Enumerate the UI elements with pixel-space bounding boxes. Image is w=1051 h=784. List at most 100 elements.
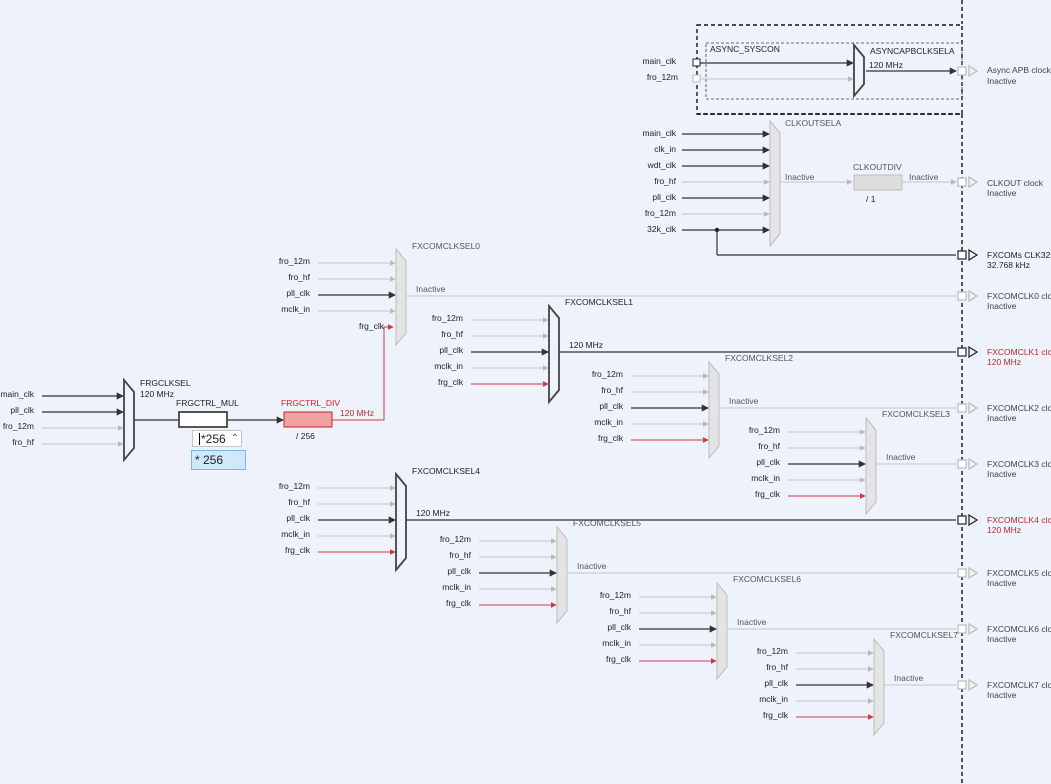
clkout-div-status: Inactive xyxy=(909,172,939,182)
fxcom-output-label: FXCOMCLK1 clock xyxy=(987,347,1051,357)
fxcom-input-label: fro_hf xyxy=(288,272,310,282)
clkout-input-label: fro_hf xyxy=(654,176,676,186)
async-block-title: ASYNC_SYSCON xyxy=(710,44,780,54)
fxcom-mux-0[interactable] xyxy=(395,247,407,347)
fxcom-output-status: Inactive xyxy=(987,578,1017,588)
fxcom-output-pin-1[interactable] xyxy=(957,347,967,357)
async-apb-output-pin-arrow-icon xyxy=(968,64,979,78)
fxcom-input-label: fro_12m xyxy=(592,369,623,379)
fxcom-input-label: fro_hf xyxy=(441,329,463,339)
fxcom-input-label: fro_hf xyxy=(288,497,310,507)
fxcom-mux-name: FXCOMCLKSEL5 xyxy=(573,518,641,528)
async-input-pin[interactable] xyxy=(692,58,701,67)
frg-mul-name: FRGCTRL_MUL xyxy=(176,398,239,408)
frg-div-value: / 256 xyxy=(296,431,315,441)
fxcom-input-label: frg_clk xyxy=(606,654,632,664)
fxcom-mux-5[interactable] xyxy=(556,525,568,625)
fxcom-output-status: Inactive xyxy=(987,301,1017,311)
fxcom-mux-name: FXCOMCLKSEL0 xyxy=(412,241,480,251)
fxcom-output-pin-7-arrow-icon xyxy=(968,678,979,692)
chevron-up-icon[interactable]: ⌃ xyxy=(230,433,240,444)
fxcom-input-label: pll_clk xyxy=(756,457,780,467)
fxcom-input-label: mclk_in xyxy=(434,361,463,371)
fxcom-input-label: fro_12m xyxy=(757,646,788,656)
fxcom-mux-3[interactable] xyxy=(865,416,877,516)
fxcom-output-label: FXCOMCLK3 clock xyxy=(987,459,1051,469)
fxcom-output-pin-7[interactable] xyxy=(957,680,967,690)
fxcom-output-pin-4[interactable] xyxy=(957,515,967,525)
async-mux-name: ASYNCAPBCLKSELA xyxy=(870,46,955,56)
fxcom-mux-name: FXCOMCLKSEL3 xyxy=(882,409,950,419)
fxcom-mux-status: Inactive xyxy=(737,617,767,627)
fxcom32k-output-pin[interactable] xyxy=(957,250,967,260)
fxcom-output-pin-2-arrow-icon xyxy=(968,401,979,415)
async-output-label: Async APB clock xyxy=(987,65,1051,75)
text-cursor xyxy=(199,432,200,445)
fxcom-output-pin-0[interactable] xyxy=(957,291,967,301)
fxcom-mux-7[interactable] xyxy=(873,637,885,737)
clkout-mux[interactable] xyxy=(769,119,781,248)
clkout-output-pin[interactable] xyxy=(957,177,967,187)
frg-sel-input-label: pll_clk xyxy=(10,405,34,415)
clkout-output-pin-arrow-icon xyxy=(968,175,979,189)
frg-sel-input-label: fro_hf xyxy=(12,437,34,447)
async-apb-mux[interactable] xyxy=(853,42,865,99)
clkout-input-label: fro_12m xyxy=(645,208,676,218)
fxcom-output-label: FXCOMCLK0 clock xyxy=(987,291,1051,301)
fxcom-input-label: fro_12m xyxy=(279,481,310,491)
fxcom-output-status: 120 MHz xyxy=(987,357,1021,367)
fxcom-input-label: mclk_in xyxy=(759,694,788,704)
fxcom-output-pin-6[interactable] xyxy=(957,624,967,634)
fxcom-output-pin-2[interactable] xyxy=(957,403,967,413)
fxcom-mux-1[interactable] xyxy=(548,303,560,405)
fxcom-mux-6[interactable] xyxy=(716,581,728,681)
fxcom-input-label: fro_hf xyxy=(609,606,631,616)
fxcom-input-label: frg_clk xyxy=(763,710,789,720)
clkout-mux-status: Inactive xyxy=(785,172,815,182)
clkout-divider[interactable] xyxy=(853,174,903,191)
fxcom-input-label: frg_clk xyxy=(755,489,781,499)
async-output-status: Inactive xyxy=(987,76,1017,86)
clkout-div-name: CLKOUTDIV xyxy=(853,162,902,172)
fxcom-input-label: mclk_in xyxy=(281,304,310,314)
fxcom-mux-status: 120 MHz xyxy=(569,340,603,350)
fxcom-input-label: frg_clk xyxy=(446,598,472,608)
fxcom-output-status: Inactive xyxy=(987,413,1017,423)
fxcom-input-label: fro_12m xyxy=(600,590,631,600)
fxcom-input-label: fro_12m xyxy=(440,534,471,544)
fxcom-mux-status: Inactive xyxy=(886,452,916,462)
fxcom-input-label: frg_clk xyxy=(359,321,385,331)
fxcom-input-label: fro_hf xyxy=(601,385,623,395)
fxcom-output-label: FXCOMCLK2 clock xyxy=(987,403,1051,413)
async-input-pin[interactable] xyxy=(692,74,701,83)
fxcom32k-output-pin-arrow-icon xyxy=(968,248,979,262)
frg-div-box[interactable] xyxy=(283,411,333,428)
fxcom-output-pin-4-arrow-icon xyxy=(968,513,979,527)
fxcom-mux-4[interactable] xyxy=(395,471,407,573)
fxcom-output-pin-3[interactable] xyxy=(957,459,967,469)
fxcom-mux-name: FXCOMCLKSEL1 xyxy=(565,297,633,307)
fxcom-input-label: mclk_in xyxy=(602,638,631,648)
fxcom-mux-2[interactable] xyxy=(708,360,720,460)
multiplier-input-value[interactable]: *256 xyxy=(201,431,226,446)
fxcom-output-status: Inactive xyxy=(987,469,1017,479)
frg-div-name: FRGCTRL_DIV xyxy=(281,398,340,408)
clkout-div-value: / 1 xyxy=(866,194,876,204)
clkout-input-label: 32k_clk xyxy=(647,224,677,234)
fxcom-input-label: pll_clk xyxy=(599,401,623,411)
multiplier-combobox[interactable]: *256 ⌃ xyxy=(192,430,242,447)
async-apb-output-pin[interactable] xyxy=(957,66,967,76)
frg-clksel-mux[interactable] xyxy=(123,377,135,463)
multiplier-dropdown-option[interactable]: * 256 xyxy=(191,450,246,470)
fxcom-output-label: FXCOMCLK7 clock xyxy=(987,680,1051,690)
fxcom-input-label: frg_clk xyxy=(598,433,624,443)
frg-div-freq: 120 MHz xyxy=(340,408,374,418)
fxcom-output-pin-5[interactable] xyxy=(957,568,967,578)
clkout-input-label: clk_in xyxy=(654,144,676,154)
fxcom-mux-status: Inactive xyxy=(894,673,924,683)
fxcom-input-label: fro_hf xyxy=(766,662,788,672)
frg-mul-box[interactable] xyxy=(178,411,228,428)
fxcom32k-freq: 32.768 kHz xyxy=(987,260,1030,270)
fxcom-input-label: fro_12m xyxy=(432,313,463,323)
